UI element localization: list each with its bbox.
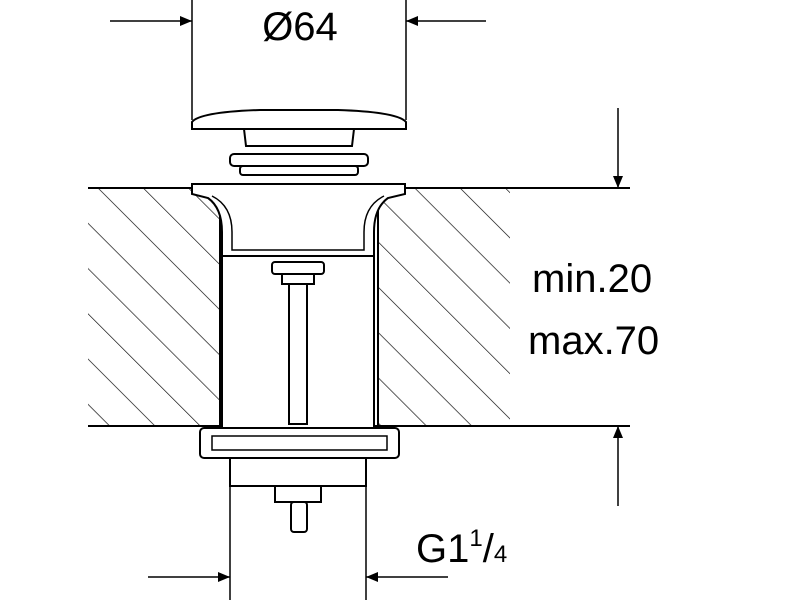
diameter-label: Ø64 [262,5,338,49]
diameter-dimension [110,0,486,120]
countertop-right-hatch [378,188,510,426]
cap-seal [229,153,369,167]
max-thickness-label: max.70 [528,319,659,363]
countertop-left-hatch [88,188,220,426]
cap-neck [242,128,356,147]
thread-fraction-numerator: 1 [469,525,482,552]
drain-flange-cup [191,183,406,257]
drain-stem-guide [271,261,325,275]
drain-lock-nut [199,427,400,459]
countertop-section [88,187,630,427]
cap-seal-ring [239,165,359,176]
pop-up-cap [191,109,407,176]
cap-dome [191,109,407,130]
thread-label: G11/4 [416,525,507,571]
drain-rod-block [274,485,322,503]
thread-label-main: G1 [416,527,469,571]
drain-body [191,183,406,533]
min-thickness-label: min.20 [532,257,652,301]
thread-fraction-separator: / [483,527,495,571]
drain-stem-collar [281,273,315,285]
thread-fraction-denominator: 4 [494,541,507,568]
drain-flange-inner [211,195,385,251]
thread-dimension [148,486,448,600]
drain-stem [288,283,308,425]
drain-lock-nut-inner [211,435,388,451]
drain-rod-end [290,501,308,533]
drain-threaded-tail [229,457,367,487]
